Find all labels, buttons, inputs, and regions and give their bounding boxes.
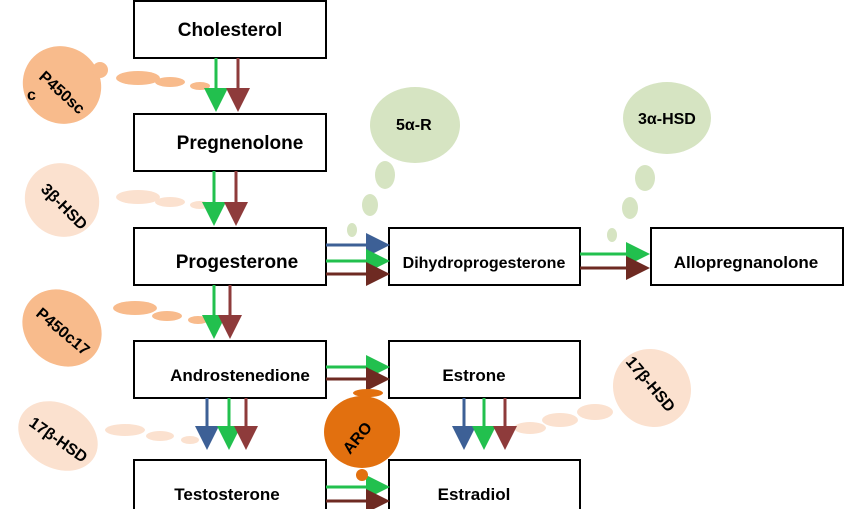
- node-label: Progesterone: [176, 252, 298, 273]
- node-dihydroprogesterone: Dihydroprogesterone: [388, 227, 581, 286]
- hsd17b-right-cloud: 17β-HSD: [514, 348, 692, 434]
- node-label: Dihydroprogesterone: [403, 255, 566, 272]
- node-estradiol: Estradiol: [388, 459, 581, 509]
- node-label: Estradiol: [438, 485, 511, 504]
- enzyme-label-5a-r: 5α-R: [396, 117, 432, 134]
- node-label: Cholesterol: [178, 20, 283, 41]
- node-label: Allopregnanolone: [674, 253, 819, 272]
- p450c17-cloud: P450c17: [22, 289, 208, 367]
- node-label: Pregnenolone: [177, 133, 304, 154]
- enzyme-label-p450scc-suffix: c: [27, 87, 36, 104]
- arrows: [195, 58, 650, 509]
- hsd3b-cloud: 3β-HSD: [24, 163, 210, 237]
- node-progesterone: Progesterone: [133, 227, 327, 286]
- node-testosterone: Testosterone: [133, 459, 327, 509]
- node-cholesterol: Cholesterol: [133, 0, 327, 59]
- node-androstenedione: Androstenedione: [133, 340, 327, 399]
- enzyme-label-3a-hsd: 3α-HSD: [638, 111, 696, 128]
- p450scc-cloud: P450sc c: [22, 46, 210, 124]
- node-pregnenolone: Pregnenolone: [133, 113, 327, 172]
- node-label: Testosterone: [174, 485, 280, 504]
- aro-cloud: ARO: [324, 389, 400, 481]
- 5a-r-cloud: 5α-R: [347, 87, 460, 237]
- node-allopregnanolone: Allopregnanolone: [650, 227, 844, 286]
- 3a-hsd-cloud: 3α-HSD: [607, 82, 711, 242]
- hsd17b-left-cloud: 17β-HSD: [18, 401, 199, 471]
- node-label: Estrone: [442, 366, 505, 385]
- node-label: Androstenedione: [170, 366, 310, 385]
- node-estrone: Estrone: [388, 340, 581, 399]
